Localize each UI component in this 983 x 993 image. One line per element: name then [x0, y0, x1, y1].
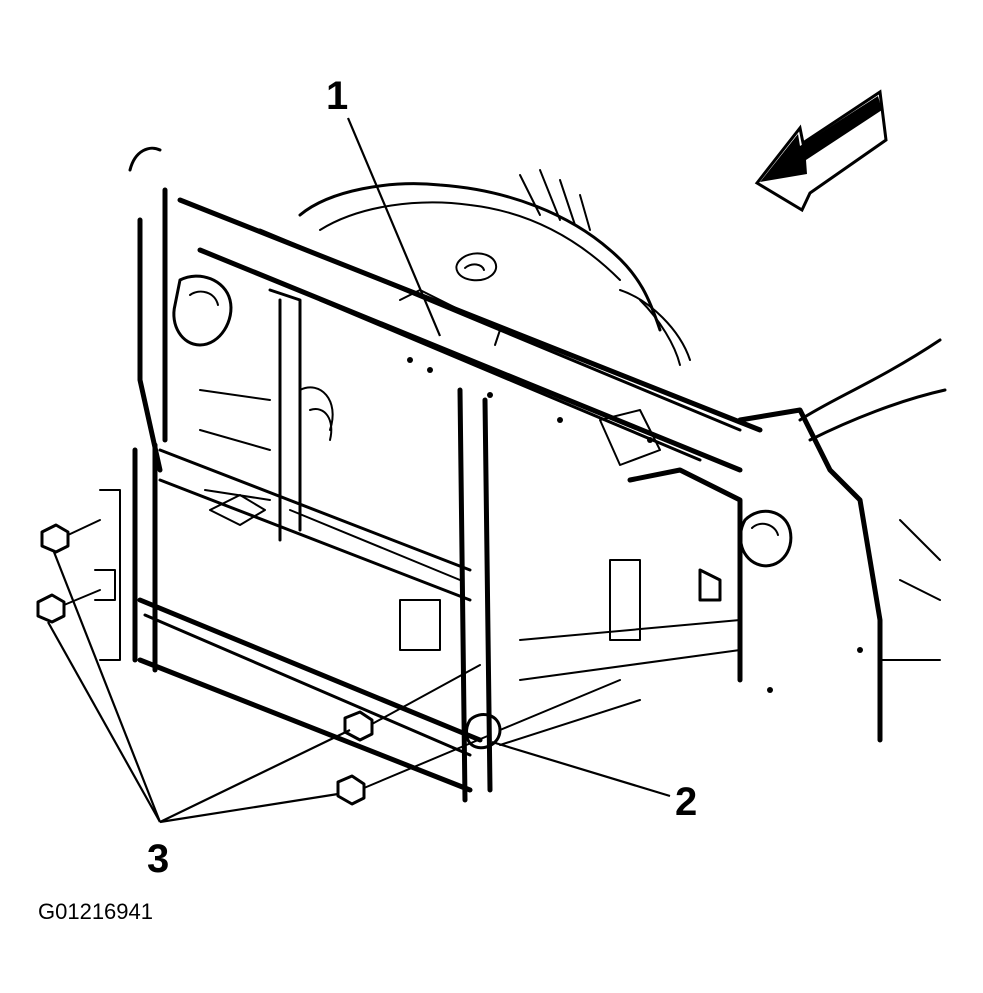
right-side-structure [399, 338, 947, 743]
leader-line-3-d [159, 792, 339, 824]
leader-line-2 [491, 740, 671, 798]
bracket [465, 679, 641, 750]
callout-label-2: 2 [675, 780, 698, 824]
front-panel-frame [132, 387, 493, 803]
leader-line-1 [346, 117, 442, 337]
left-upper-bolt [40, 489, 121, 661]
leader-line-3-b [47, 621, 161, 823]
leader-line-3-c [159, 729, 351, 823]
left-side-structure [128, 146, 334, 542]
upper-cross-member [177, 197, 763, 473]
leader-lines [47, 117, 671, 824]
front-direction-arrow-icon [754, 89, 888, 213]
left-lower-bolt [36, 569, 116, 624]
figure-id-label: G01216941 [38, 899, 153, 924]
leader-line-3-a [52, 551, 162, 823]
callout-label-1: 1 [326, 74, 349, 118]
callout-label-3: 3 [147, 837, 170, 881]
engine-fan-shroud [298, 169, 691, 366]
